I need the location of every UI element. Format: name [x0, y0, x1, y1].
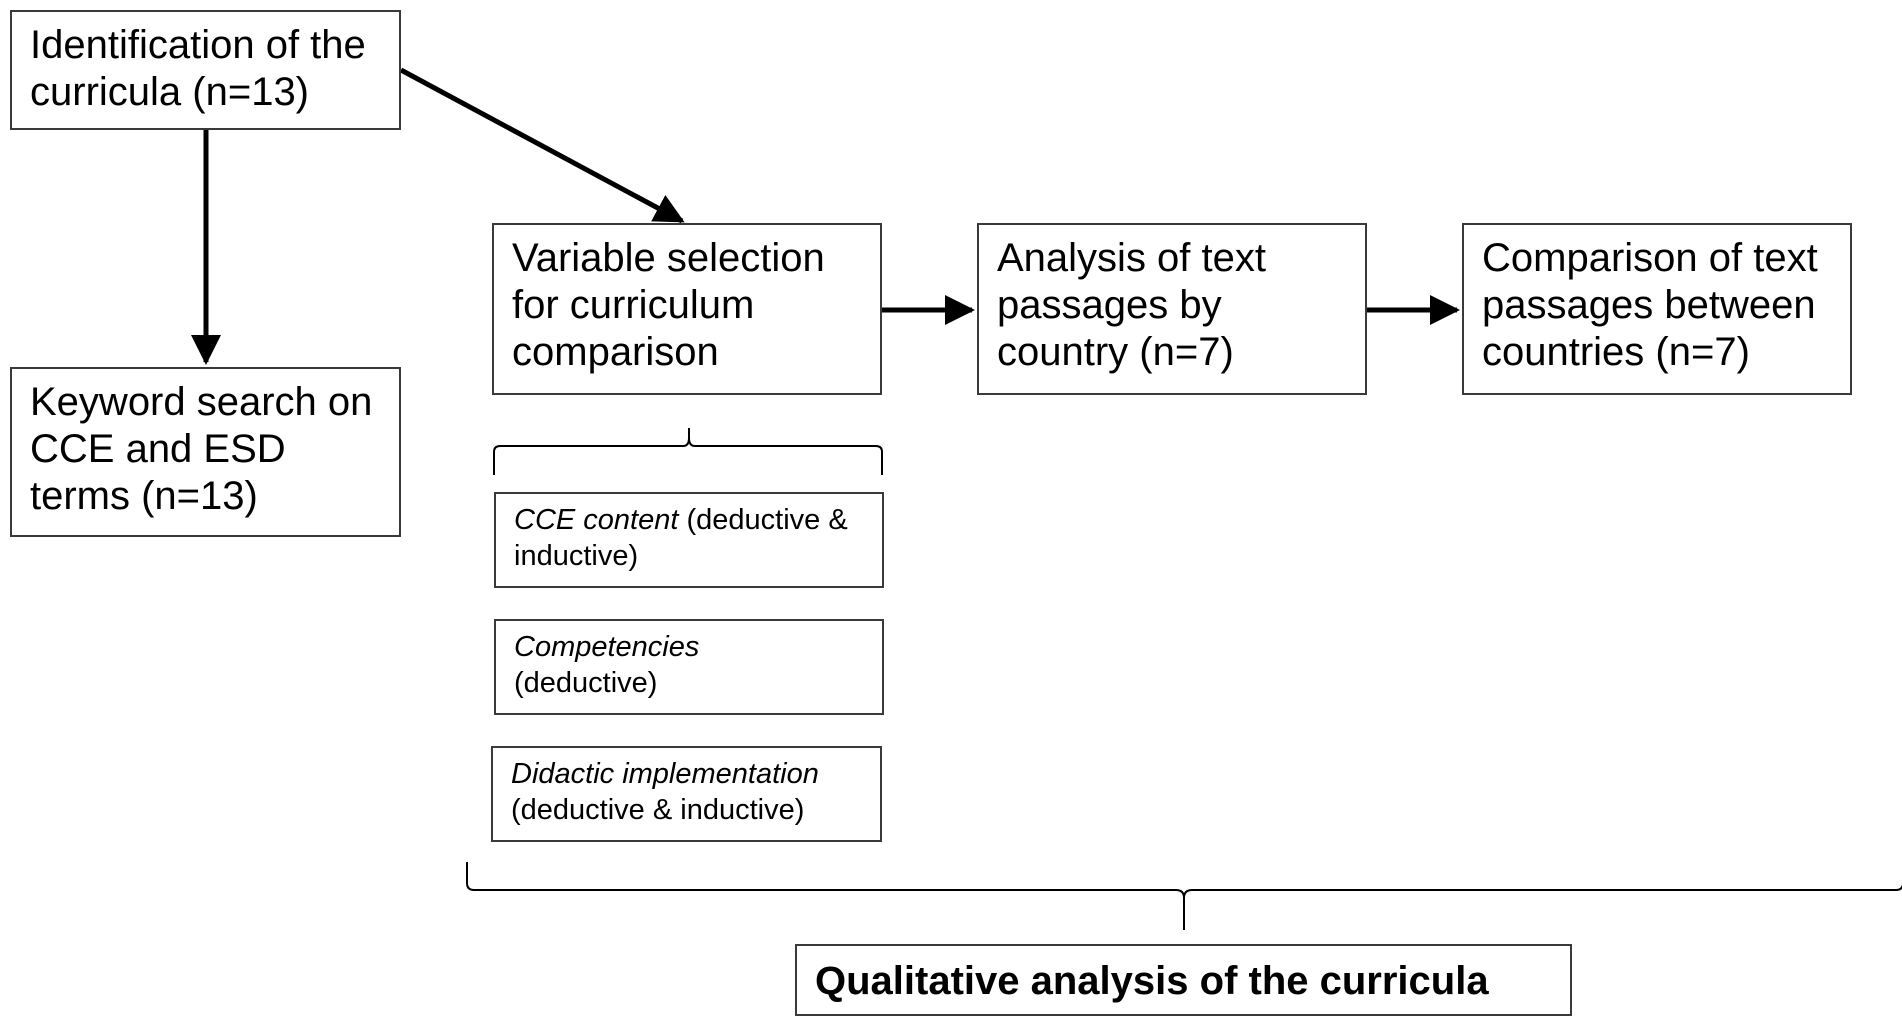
- qualitative-analysis-node: Qualitative analysis of the curricula: [795, 944, 1572, 1016]
- variable-didactic-implementation-method: (deductive & inductive): [511, 794, 805, 827]
- variable-cce-content-method: (deductive & inductive): [514, 504, 848, 573]
- variable-didactic-implementation: Didactic implementation (deductive & ind…: [491, 746, 882, 842]
- analysis-by-country-node: Analysis of text passages by country (n=…: [977, 223, 1367, 395]
- variable-competencies-name: Competencies: [514, 631, 700, 663]
- variable-didactic-implementation-name: Didactic implementation: [511, 758, 819, 790]
- variable-selection-node: Variable selection for curriculum compar…: [492, 223, 882, 395]
- comparison-between-countries-node: Comparison of text passages between coun…: [1462, 223, 1852, 395]
- brace-qualitative: [466, 862, 1902, 930]
- identification-node: Identification of the curricula (n=13): [10, 10, 401, 130]
- arrow-identification-to-variable: [399, 67, 685, 224]
- variable-cce-content-name: CCE content: [514, 504, 679, 536]
- variable-cce-content: CCE content (deductive & inductive): [494, 492, 884, 588]
- keyword-search-node: Keyword search on CCE and ESD terms (n=1…: [10, 367, 401, 537]
- variable-competencies: Competencies (deductive): [494, 619, 884, 715]
- variable-competencies-method: (deductive): [514, 667, 658, 700]
- brace-variables: [493, 428, 883, 475]
